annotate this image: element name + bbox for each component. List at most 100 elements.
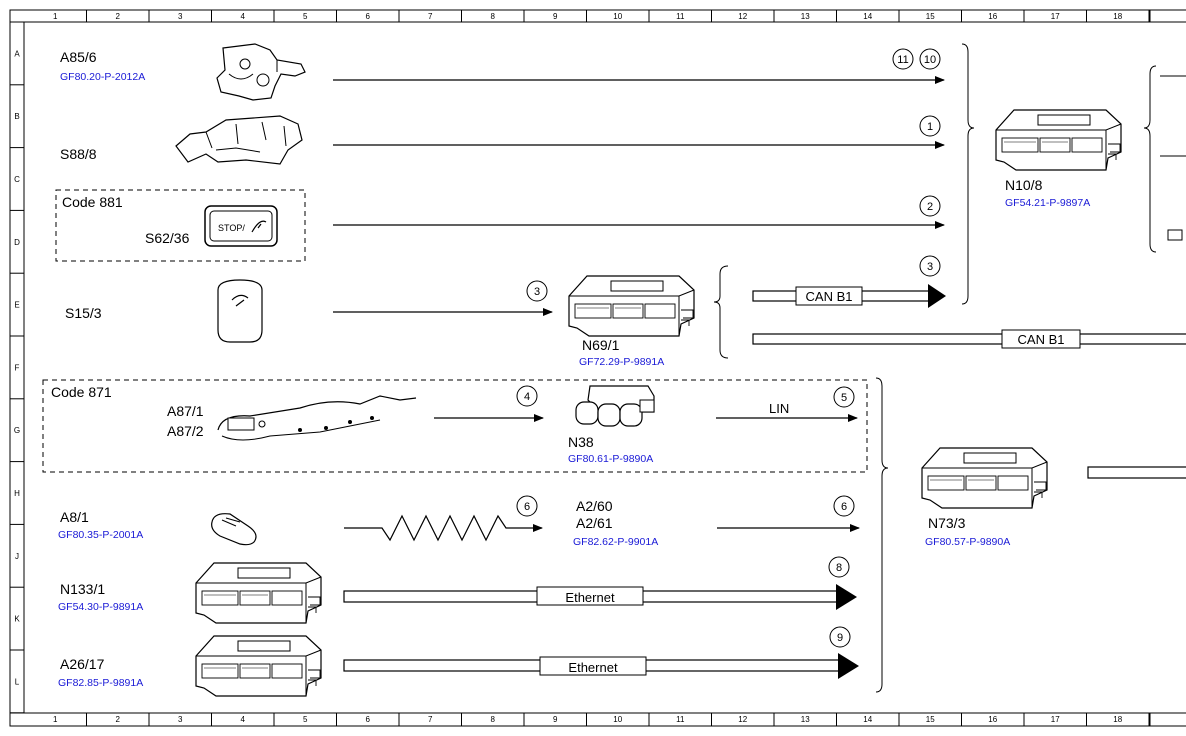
signal-marker-8: 8 xyxy=(828,556,850,578)
row-label: J xyxy=(15,552,19,561)
column-label: 16 xyxy=(988,12,997,21)
column-label: 3 xyxy=(178,715,183,724)
row-label: L xyxy=(15,677,20,686)
ref-a26-17: GF82.85-P-9891A xyxy=(58,677,143,689)
signal-marker-1: 1 xyxy=(919,115,941,137)
signal-marker-4: 4 xyxy=(516,385,538,407)
row-label: B xyxy=(14,112,19,121)
label-n69-1: N69/1 xyxy=(582,337,620,353)
label-a87-2: A87/2 xyxy=(167,423,204,439)
can-b1-bus-upper: CAN B1 xyxy=(752,284,946,308)
ref-n10-8: GF54.21-P-9897A xyxy=(1005,197,1090,209)
column-label: 12 xyxy=(738,715,747,724)
column-label: 7 xyxy=(428,12,433,21)
column-label: 1 xyxy=(53,715,58,724)
column-label: 9 xyxy=(553,715,558,724)
column-label: 18 xyxy=(1113,715,1122,724)
column-label: 4 xyxy=(241,12,246,21)
ref-n73-3: GF80.57-P-9890A xyxy=(925,536,1010,548)
column-label: 3 xyxy=(178,12,183,21)
brace-n69-1 xyxy=(713,265,729,359)
latch-component-icon xyxy=(216,43,306,101)
label-n73-3: N73/3 xyxy=(928,515,966,531)
can-b1-bus-lower: CAN B1 xyxy=(752,329,1186,349)
radio-wave-signal xyxy=(344,514,543,542)
n133-1-module-icon xyxy=(195,562,322,624)
label-s88-8: S88/8 xyxy=(60,146,97,162)
n73-3-module-icon xyxy=(921,447,1048,509)
ref-n69-1: GF72.29-P-9891A xyxy=(579,356,664,368)
ethernet-bus-1: Ethernet xyxy=(343,584,857,610)
label-s15-3: S15/3 xyxy=(65,305,102,321)
row-label: C xyxy=(14,175,20,184)
column-label: 13 xyxy=(801,12,810,21)
svg-text:8: 8 xyxy=(836,562,842,574)
n73-3-output-bus xyxy=(1087,466,1186,479)
label-n133-1: N133/1 xyxy=(60,581,105,597)
svg-text:6: 6 xyxy=(841,501,847,513)
code-871-box xyxy=(42,379,868,473)
row-label: E xyxy=(14,301,19,310)
column-label: 11 xyxy=(676,715,685,724)
svg-text:4: 4 xyxy=(524,391,530,403)
a26-17-module-icon xyxy=(195,635,322,697)
column-label: 17 xyxy=(1051,715,1060,724)
key-switch-icon xyxy=(217,279,263,343)
ref-a8-1: GF80.35-P-2001A xyxy=(58,529,143,541)
row-label: K xyxy=(14,615,20,624)
ethernet-bus-2: Ethernet xyxy=(343,653,859,679)
label-a85-6: A85/6 xyxy=(60,49,97,65)
column-label: 2 xyxy=(116,12,121,21)
row-label: A xyxy=(14,49,20,58)
column-label: 13 xyxy=(801,715,810,724)
column-label: 8 xyxy=(491,12,496,21)
column-label: 10 xyxy=(613,715,622,724)
row-label: F xyxy=(15,363,20,372)
svg-text:Ethernet: Ethernet xyxy=(568,660,618,675)
column-label: 6 xyxy=(366,12,371,21)
label-a87-1: A87/1 xyxy=(167,403,204,419)
svg-text:3: 3 xyxy=(534,286,540,298)
stop-start-button-icon: STOP/ xyxy=(204,205,278,247)
signal-marker-6-radio: 6 xyxy=(516,495,538,517)
row-ticks: A B C D E F G H J K L xyxy=(10,49,24,714)
column-label: 1 xyxy=(53,12,58,21)
column-label: 5 xyxy=(303,715,308,724)
svg-text:STOP/: STOP/ xyxy=(218,223,245,233)
column-label: 14 xyxy=(863,12,872,21)
brace-n10-8-inputs xyxy=(961,43,975,305)
svg-text:5: 5 xyxy=(841,392,847,404)
column-label: 14 xyxy=(863,715,872,724)
column-label: 9 xyxy=(553,12,558,21)
label-code-881: Code 881 xyxy=(62,194,123,210)
column-label: 7 xyxy=(428,715,433,724)
svg-text:2: 2 xyxy=(927,201,933,213)
column-label: 11 xyxy=(676,12,685,21)
column-label: 4 xyxy=(241,715,246,724)
column-label: 5 xyxy=(303,12,308,21)
code-881-box xyxy=(55,189,306,262)
lin-bus-label: LIN xyxy=(769,401,789,416)
ref-a2-61: GF82.62-P-9901A xyxy=(573,536,658,548)
svg-text:Ethernet: Ethernet xyxy=(565,590,615,605)
label-a8-1: A8/1 xyxy=(60,509,89,525)
column-label: 10 xyxy=(613,12,622,21)
signal-marker-3-can: 3 xyxy=(919,255,941,277)
label-s62-36: S62/36 xyxy=(145,230,190,246)
label-a26-17: A26/17 xyxy=(60,656,105,672)
svg-text:9: 9 xyxy=(837,632,843,644)
ref-n133-1: GF54.30-P-9891A xyxy=(58,601,143,613)
signal-marker-9: 9 xyxy=(829,626,851,648)
column-label: 15 xyxy=(926,12,935,21)
label-n38: N38 xyxy=(568,434,594,450)
row-label: G xyxy=(14,426,20,435)
row-label: H xyxy=(14,489,20,498)
column-label: 12 xyxy=(738,12,747,21)
ref-n38: GF80.61-P-9890A xyxy=(568,453,653,465)
label-n10-8: N10/8 xyxy=(1005,177,1043,193)
row-label: D xyxy=(14,238,20,247)
signal-marker-2: 2 xyxy=(919,195,941,217)
column-label: 16 xyxy=(988,715,997,724)
label-a2-60: A2/60 xyxy=(576,498,613,514)
